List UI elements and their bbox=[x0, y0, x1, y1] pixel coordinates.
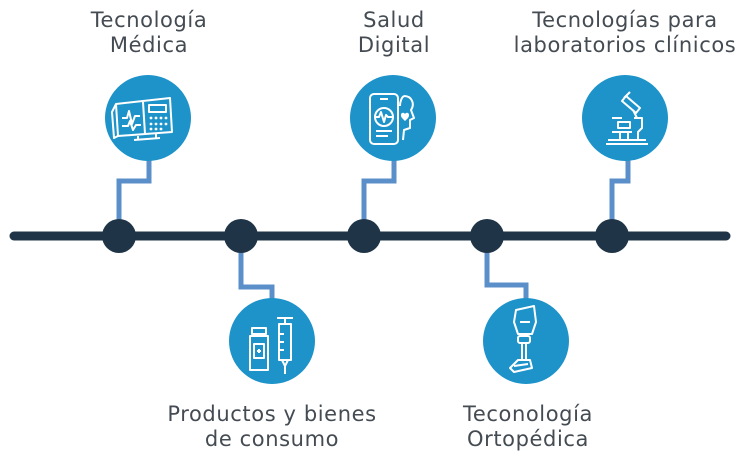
smartphone-health-icon bbox=[350, 75, 436, 161]
connector-productos-bienes-consumo bbox=[238, 247, 275, 300]
microscope-icon bbox=[582, 75, 668, 161]
timeline-node-4 bbox=[470, 219, 504, 253]
timeline-node-1 bbox=[102, 219, 136, 253]
connector-tecnologias-laboratorios bbox=[609, 156, 631, 225]
label-tecnologia-medica: Tecnología Médica bbox=[90, 8, 208, 57]
connector-salud-digital bbox=[361, 148, 397, 225]
label-salud-digital: Salud Digital bbox=[357, 8, 431, 57]
medicine-syringe-icon bbox=[229, 298, 315, 384]
connector-tecnologia-ortopedica bbox=[484, 247, 529, 300]
medical-monitor-icon bbox=[105, 75, 191, 161]
timeline-node-5 bbox=[595, 219, 629, 253]
label-tecnologias-laboratorios: Tecnologías para laboratorios clínicos bbox=[513, 8, 737, 57]
timeline-node-3 bbox=[347, 219, 381, 253]
prosthetic-leg-icon bbox=[483, 298, 569, 384]
connector-tecnologia-medica bbox=[116, 148, 152, 225]
label-productos-bienes-consumo: Productos y bienes de consumo bbox=[167, 402, 377, 451]
timeline-node-2 bbox=[224, 219, 258, 253]
label-tecnologia-ortopedica: Teconología Ortopédica bbox=[462, 402, 594, 451]
